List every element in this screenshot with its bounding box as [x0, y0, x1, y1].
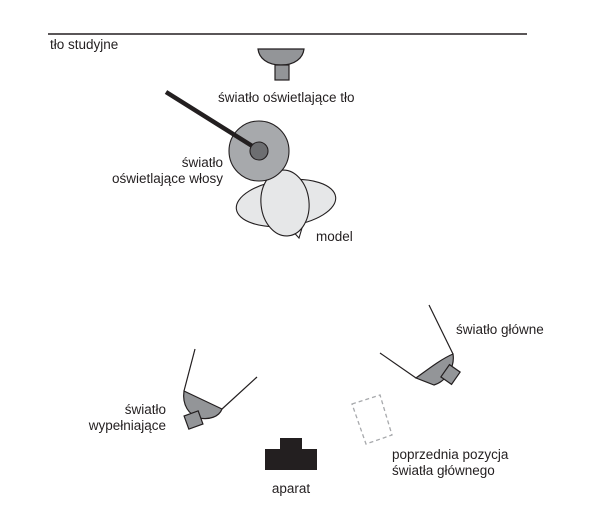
key-light-icon [379, 304, 461, 386]
previous-key-label-line2: światła głównego [392, 463, 495, 478]
background-light-icon [257, 48, 305, 81]
hair-light-icon [164, 90, 290, 182]
hair-light-label-line1: światło [181, 155, 223, 170]
hair-light-label-line2: oświetlające włosy [111, 171, 223, 186]
previous-key-label-line1: poprzednia pozycja [392, 447, 509, 462]
camera-label: aparat [271, 481, 311, 496]
model-label: model [316, 229, 353, 244]
key-light-label: światło główne [456, 322, 544, 337]
previous-key-position-icon [351, 394, 393, 445]
backdrop-label: tło studyjne [50, 37, 119, 52]
fill-light-label-line2: wypełniające [88, 418, 166, 433]
fill-light-icon [183, 348, 258, 430]
fill-light-label-line1: światło [124, 402, 166, 417]
background-light-label: światło oświetlające tło [218, 90, 355, 105]
model-icon [235, 169, 337, 240]
camera-icon [265, 438, 317, 470]
